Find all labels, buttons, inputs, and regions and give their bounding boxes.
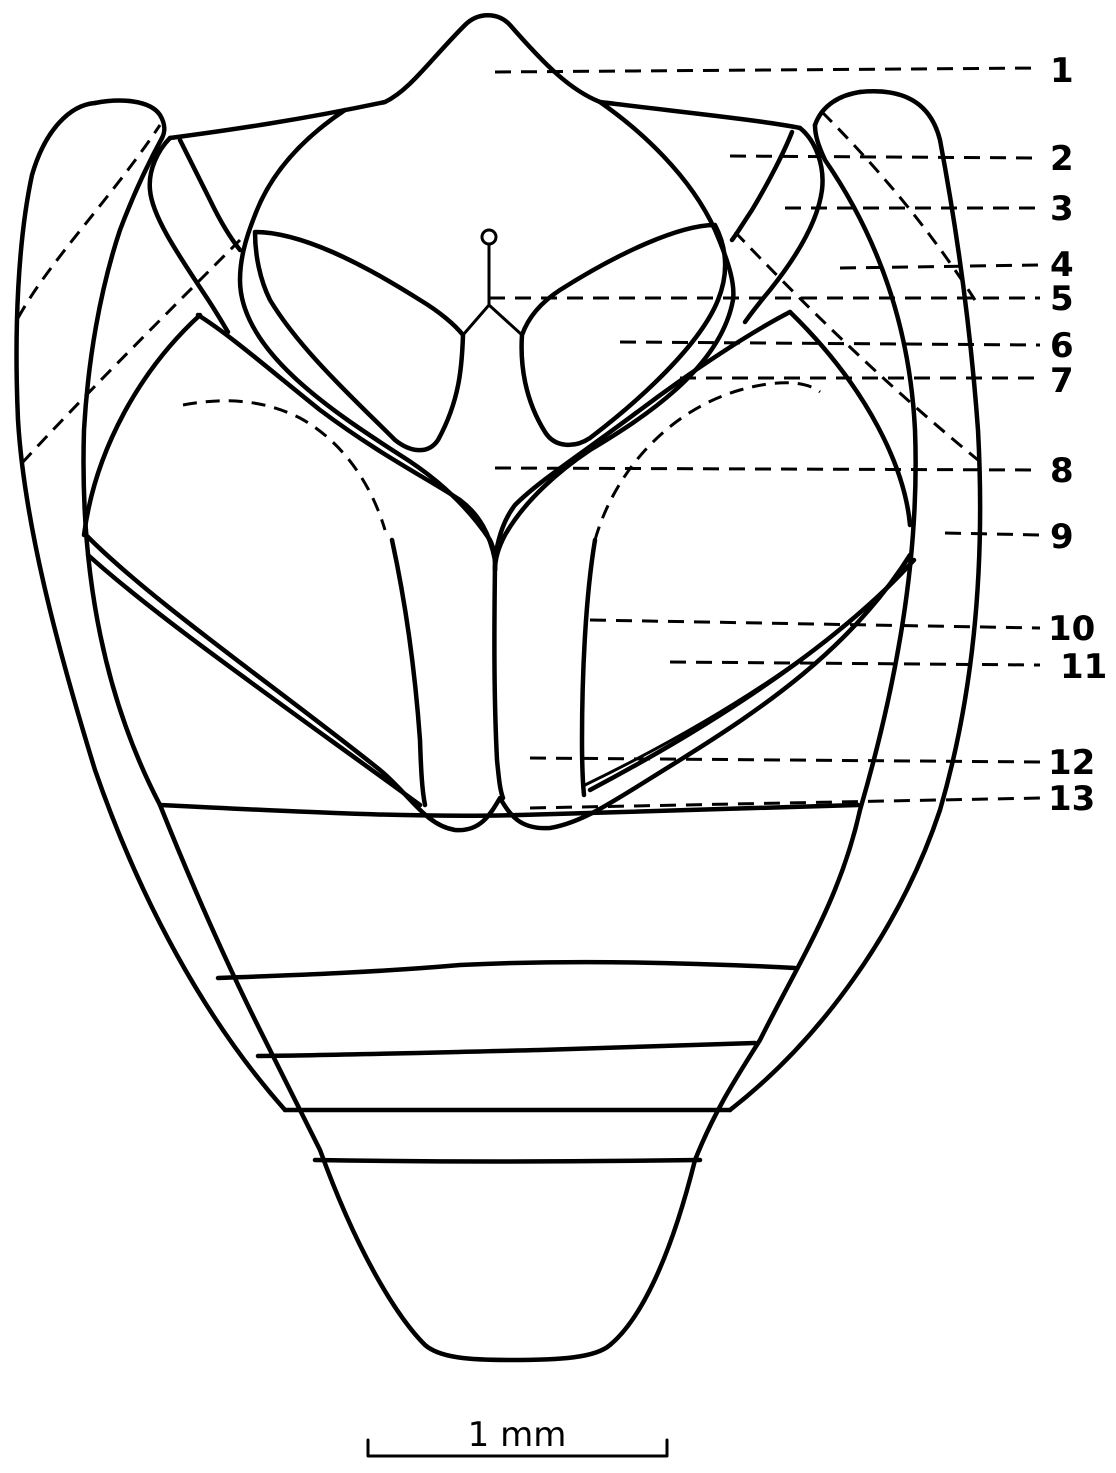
right-central-plate <box>522 225 726 445</box>
callout-8: 8 <box>1050 451 1074 491</box>
leader-6 <box>620 342 1040 345</box>
left-double-edge <box>88 555 420 805</box>
right-wing-dash-lower <box>735 232 978 460</box>
left-carina <box>392 540 425 805</box>
leader-11 <box>670 662 1040 665</box>
right-scutellum-curve <box>495 312 790 560</box>
callout-2: 2 <box>1050 139 1074 179</box>
median-pore <box>482 230 496 244</box>
left-scutellum-arc <box>84 315 200 535</box>
leader-4 <box>840 265 1040 268</box>
right-double-edge <box>590 560 914 790</box>
callout-5: 5 <box>1050 279 1074 319</box>
right-outer-plate <box>730 91 980 1110</box>
segment-line-5 <box>315 1160 700 1162</box>
right-carina <box>582 540 595 795</box>
leader-8 <box>495 468 1040 470</box>
left-tegula-lobe-inner <box>180 140 240 250</box>
left-central-plate <box>255 232 463 450</box>
left-scutellum-curve <box>198 315 495 560</box>
leader-2 <box>730 156 1040 158</box>
leader-12 <box>530 758 1040 762</box>
right-double-edge-2 <box>585 570 905 785</box>
left-inner-dash <box>183 401 385 530</box>
left-wing-dash-lower <box>22 240 240 463</box>
callout-10: 10 <box>1048 609 1095 649</box>
median-carina <box>494 565 503 798</box>
pronotum-collar <box>170 15 800 138</box>
leader-9 <box>945 533 1040 535</box>
segment-line-2 <box>218 962 795 978</box>
callout-1: 1 <box>1050 51 1074 91</box>
leader-lines <box>489 68 1040 808</box>
thorax-structures <box>84 15 910 570</box>
abdominal-segments <box>160 805 858 1162</box>
callout-13: 13 <box>1048 779 1095 819</box>
mesoscutum-dome <box>240 110 495 570</box>
segment-line-3 <box>258 1043 755 1056</box>
leader-1 <box>495 68 1040 72</box>
callout-numbers: 1 2 3 4 5 6 7 8 9 10 11 12 13 <box>1048 51 1107 819</box>
right-outer-plate-top <box>815 92 860 125</box>
callout-7: 7 <box>1050 361 1074 401</box>
propodeum-structures <box>86 535 914 830</box>
callout-9: 9 <box>1050 517 1074 557</box>
callout-3: 3 <box>1050 189 1074 229</box>
left-tegula-lobe <box>150 138 228 332</box>
callout-11: 11 <box>1060 647 1107 687</box>
scale-bar-label: 1 mm <box>468 1415 567 1455</box>
median-fork <box>463 305 522 335</box>
right-tegula-lobe-inner <box>732 132 792 240</box>
callout-12: 12 <box>1048 743 1095 783</box>
scale-bar: 1 mm <box>368 1415 667 1456</box>
callout-6: 6 <box>1050 326 1074 366</box>
